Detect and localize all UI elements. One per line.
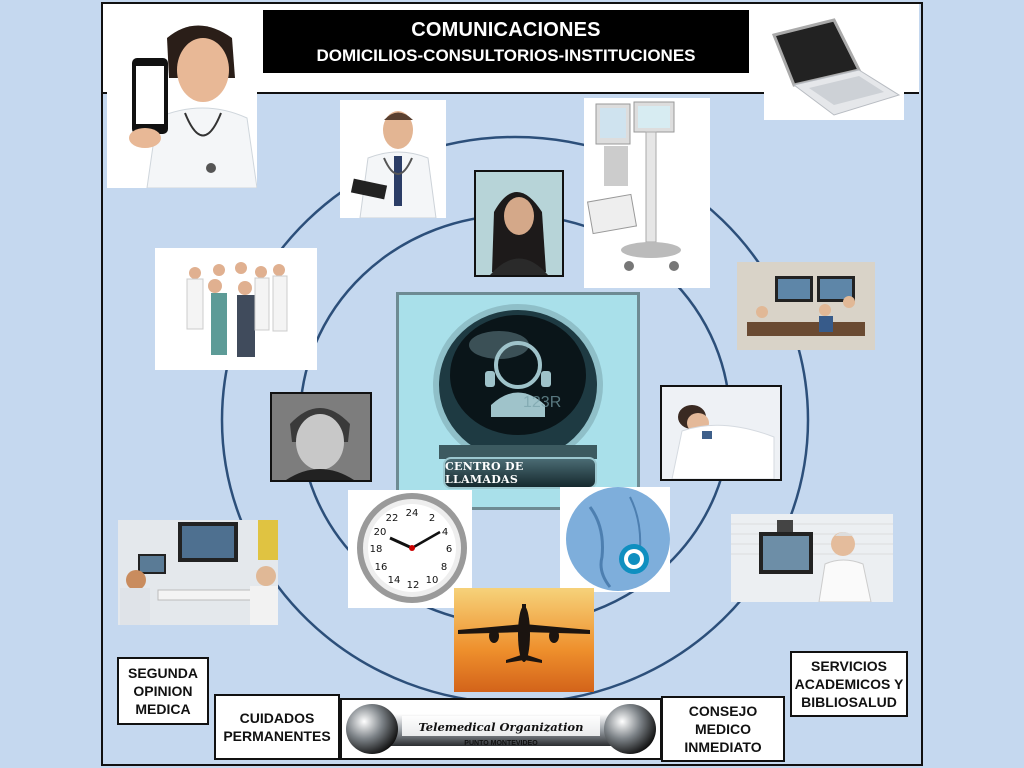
- clock-num-14: 14: [388, 575, 401, 586]
- clock-num-10: 10: [426, 575, 439, 586]
- servicios-academicos-text: SERVICIOS ACADEMICOS Y BIBLIOSALUD: [794, 658, 904, 710]
- medical-team-photo: [155, 248, 317, 370]
- segunda-opinion-text: SEGUNDA OPINION MEDICA: [127, 665, 198, 717]
- globe-location-photo: [560, 487, 670, 592]
- doctor-clipboard-photo: [340, 100, 446, 218]
- call-center-label: CENTRO DE LLAMADAS: [443, 457, 597, 489]
- label-cuidados-permanentes: CUIDADOS PERMANENTES: [214, 694, 340, 760]
- doctor-telemedicine-photo: [731, 514, 893, 602]
- videoconference-consult-photo: [118, 520, 278, 625]
- airplane-photo: [454, 588, 594, 692]
- laptop-photo: [764, 10, 904, 120]
- stock-watermark: 123R: [523, 394, 561, 411]
- clock-num-2: 2: [429, 513, 435, 524]
- logo-spheres-icon: [346, 704, 656, 754]
- label-consejo-medico: CONSEJO MEDICO INMEDIATO: [661, 696, 785, 762]
- clock-num-12: 12: [407, 580, 420, 591]
- telemedical-logo: Telemedical Organization PUNTO MONTEVIDE…: [340, 698, 662, 760]
- call-center-panel: 123R CENTRO DE LLAMADAS: [396, 292, 640, 510]
- clock-icon: 24 2 4 6 8 10 12 14 16 18 20 22: [357, 493, 467, 603]
- clock-num-22: 22: [386, 513, 399, 524]
- logo-subtitle: PUNTO MONTEVIDEO: [464, 740, 538, 747]
- clock-num-6: 6: [446, 544, 452, 555]
- sleeping-patient-photo: [660, 385, 782, 481]
- telemedicine-cart-photo: [584, 98, 710, 288]
- clock-num-24: 24: [406, 508, 419, 519]
- clock-num-8: 8: [441, 562, 447, 573]
- clock-num-20: 20: [374, 527, 387, 538]
- page-subtitle: DOMICILIOS-CONSULTORIOS-INSTITUCIONES: [316, 46, 696, 65]
- logo-name: Telemedical Organization: [418, 720, 584, 734]
- video-conference-room-photo: [737, 262, 875, 350]
- clock-num-4: 4: [442, 527, 448, 538]
- label-servicios-academicos: SERVICIOS ACADEMICOS Y BIBLIOSALUD: [790, 651, 908, 717]
- page-title: COMUNICACIONES: [411, 19, 601, 41]
- consejo-medico-text: CONSEJO MEDICO INMEDIATO: [684, 703, 762, 755]
- wall-clock-photo: 24 2 4 6 8 10 12 14 16 18 20 22: [348, 490, 472, 608]
- woman-portrait-photo: [474, 170, 564, 277]
- doctor-phone-photo: [107, 8, 257, 188]
- title-box: COMUNICACIONES DOMICILIOS-CONSULTORIOS-I…: [263, 10, 749, 73]
- cuidados-permanentes-text: CUIDADOS PERMANENTES: [223, 710, 331, 744]
- label-segunda-opinion: SEGUNDA OPINION MEDICA: [117, 657, 209, 725]
- clock-num-18: 18: [370, 544, 383, 555]
- elderly-woman-photo: [270, 392, 372, 482]
- clock-num-16: 16: [375, 562, 388, 573]
